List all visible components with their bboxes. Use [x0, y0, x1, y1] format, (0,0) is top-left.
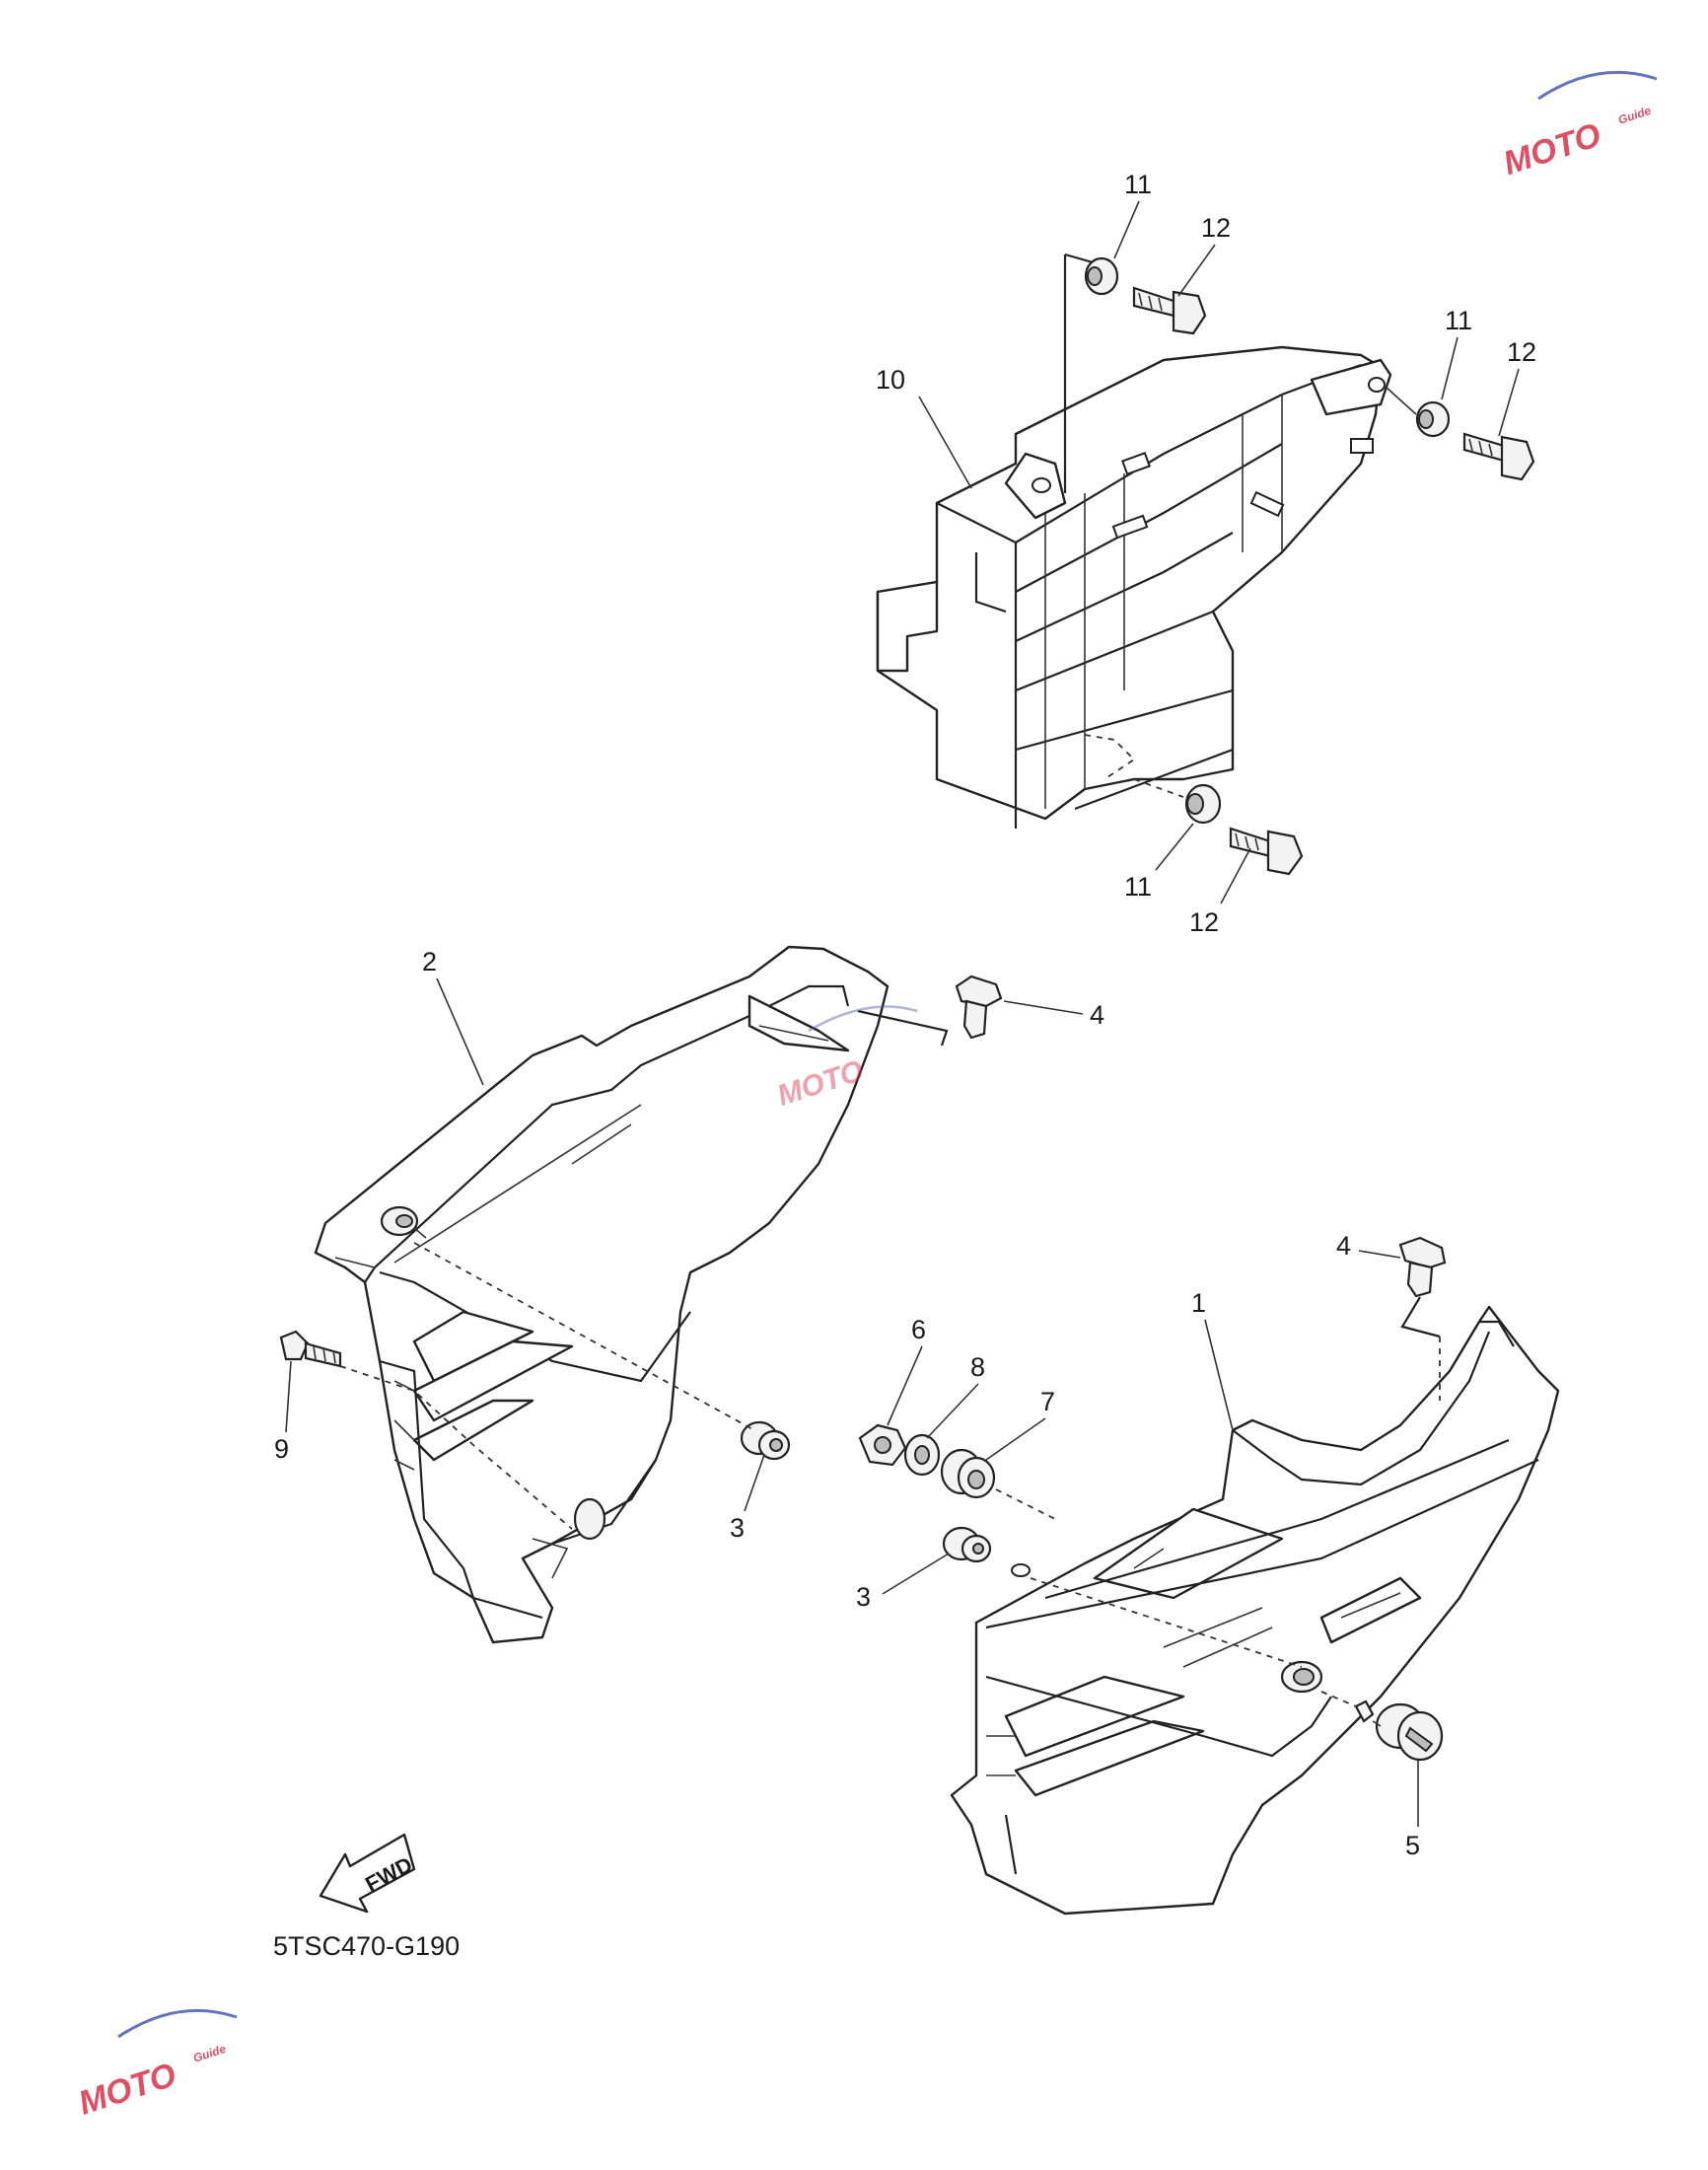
callout-11-right: 11	[1445, 306, 1472, 335]
callout-2: 2	[422, 947, 437, 976]
fwd-arrow-icon: FWD	[319, 1833, 416, 1914]
callout-12-right: 12	[1507, 337, 1536, 367]
callout-9: 9	[274, 1434, 289, 1464]
callout-7: 7	[1040, 1387, 1055, 1416]
callout-11-bottom: 11	[1124, 872, 1152, 902]
callout-12-bottom: 12	[1189, 907, 1219, 937]
nut-6	[858, 1423, 907, 1467]
callout-10: 10	[876, 365, 905, 395]
callout-12-top: 12	[1201, 213, 1231, 243]
clip-4-right	[1398, 1236, 1447, 1298]
screw-9	[279, 1330, 342, 1368]
right-side-cover	[950, 1305, 1560, 1916]
svg-text:Guide: Guide	[191, 2042, 228, 2065]
callouts: 11 12 10 11 12 11 12 2 4 4 1 6 8	[274, 170, 1536, 1860]
collar-11-right	[1415, 400, 1451, 438]
callout-4-left: 4	[1090, 1000, 1104, 1030]
washer-8	[903, 1433, 941, 1477]
left-side-cover	[314, 945, 890, 1644]
callout-1: 1	[1191, 1288, 1206, 1318]
callout-6: 6	[911, 1315, 926, 1344]
grommet-7	[940, 1448, 996, 1499]
callout-4-right: 4	[1336, 1231, 1351, 1261]
callout-11-top: 11	[1124, 170, 1152, 199]
callout-3-left: 3	[730, 1513, 745, 1543]
collar-11-top	[1084, 256, 1119, 296]
svg-text:MOTO: MOTO	[1499, 116, 1605, 182]
diagram-code: 5TSC470-G190	[273, 1931, 460, 1961]
callout-8: 8	[970, 1352, 985, 1382]
svg-text:Guide: Guide	[1616, 104, 1653, 127]
grommet-3-right	[942, 1526, 992, 1563]
svg-text:MOTO: MOTO	[74, 2056, 180, 2122]
collar-11-bottom	[1184, 783, 1222, 825]
callout-5: 5	[1405, 1831, 1420, 1860]
battery-box-bracket	[876, 345, 1392, 829]
watermark-logo-bottom: MOTO Guide	[74, 2008, 238, 2123]
clip-4-left	[955, 975, 1003, 1040]
lock-5	[1354, 1700, 1444, 1762]
bolt-12-right	[1462, 432, 1535, 481]
bolt-12-top	[1132, 286, 1207, 335]
callout-3-right: 3	[856, 1582, 871, 1612]
watermark-logo-top: MOTO Guide	[1499, 70, 1658, 182]
bolt-12-bottom	[1229, 827, 1304, 876]
grommet-3-left	[740, 1420, 791, 1461]
